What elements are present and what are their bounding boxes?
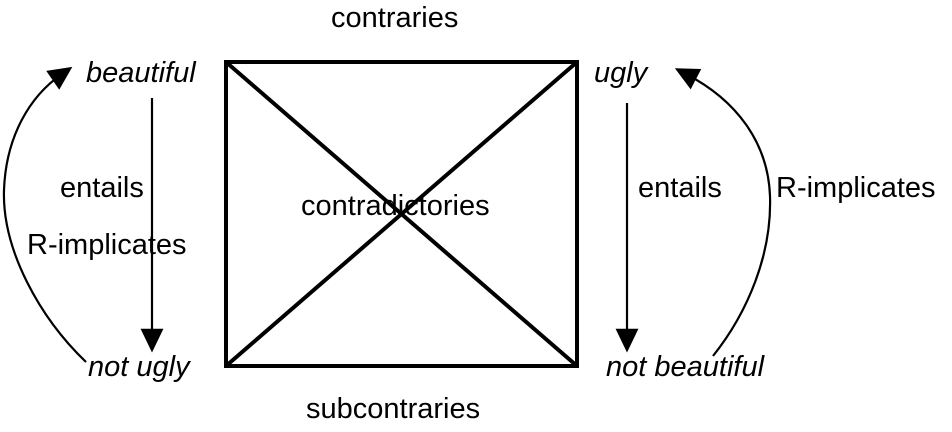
corner-term-beautiful: beautiful [86, 57, 196, 89]
relation-label-left-r-implicates: R-implicates [27, 229, 187, 261]
label-subcontraries: subcontraries [306, 393, 481, 425]
corner-term-not-ugly: not ugly [88, 351, 190, 383]
relation-label-left-entails: entails [60, 172, 144, 204]
label-contradictories: contradictories [301, 190, 490, 222]
square-outline [224, 60, 579, 368]
diagonal-top-right-to-bottom-left [224, 60, 579, 368]
left-r-implicates-curve [2, 66, 87, 363]
relation-label-right-entails: entails [638, 172, 722, 204]
relation-label-right-r-implicates: R-implicates [776, 172, 936, 204]
corner-term-not-beautiful: not beautiful [606, 351, 765, 383]
corner-term-ugly: ugly [594, 57, 648, 89]
label-contraries: contraries [331, 2, 459, 34]
right-r-implicates-curve [674, 68, 772, 357]
